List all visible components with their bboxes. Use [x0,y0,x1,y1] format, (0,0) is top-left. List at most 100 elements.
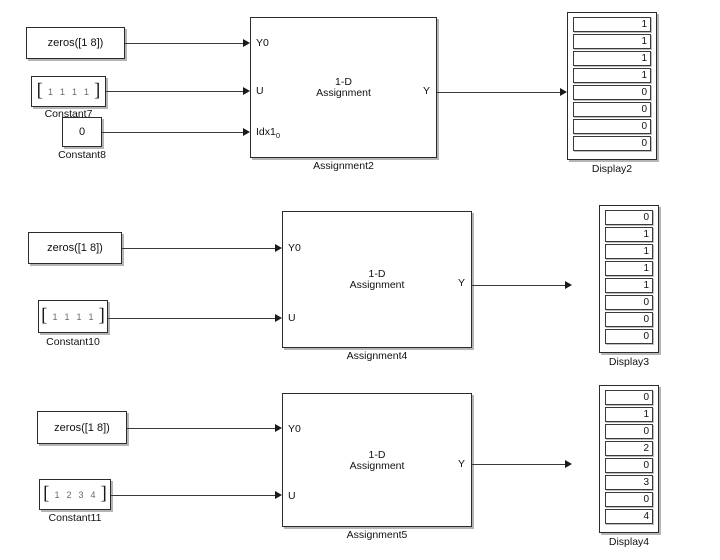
bracket-close-icon: ] [98,305,105,326]
assignment2-port-idx1: Idx10 [256,126,281,141]
display3-cell-1: 1 [605,227,653,242]
zeros-source-2-block[interactable]: zeros([1 8]) [28,232,122,264]
constant11-block[interactable]: [ 1 2 3 4 ] [39,479,111,510]
constant10-value-0: 1 [52,311,58,322]
assignment4-title-line1: 1-D [368,268,386,280]
display4-cell-6: 0 [605,492,653,507]
bracket-close-icon: ] [94,80,101,101]
constant7-block[interactable]: [ 1 1 1 1 ] [31,76,106,107]
display2-caption: Display2 [591,163,633,175]
bracket-open-icon: [ [36,80,43,101]
display4-cell-1: 1 [605,407,653,422]
assignment2-port-u: U [256,85,264,97]
zeros-source-2-text: zeros([1 8]) [47,242,103,254]
constant11-vector: [ 1 2 3 4 ] [40,480,110,509]
display3-caption: Display3 [608,356,650,368]
assignment5-port-u: U [288,490,296,502]
assignment4-port-y0: Y0 [288,242,301,254]
assignment5-title-line1: 1-D [368,449,386,461]
display3-block[interactable]: 0 1 1 1 1 0 0 0 [599,205,659,353]
display2-cell-0: 1 [573,17,651,32]
constant7-value-0: 1 [47,86,53,97]
constant11-caption: Constant11 [48,512,102,524]
wire-constant7-to-assignment2 [106,91,244,92]
display2-cell-4: 0 [573,85,651,100]
assignment4-caption: Assignment4 [346,350,408,362]
arrow-zeros2-to-assignment4 [275,244,282,252]
display4-cell-7: 4 [605,509,653,524]
constant10-value-1: 1 [64,311,70,322]
assignment5-title-line2: Assignment [349,460,405,472]
display4-cell-3: 2 [605,441,653,456]
constant8-block[interactable]: 0 [62,117,102,147]
assignment2-port-y0: Y0 [256,37,269,49]
constant7-value-2: 1 [71,86,77,97]
assignment2-caption: Assignment2 [313,160,374,172]
wire-assignment4-to-display3 [472,285,567,286]
assignment2-title-line2: Assignment [316,87,371,99]
constant11-value-3: 4 [90,489,96,500]
wire-assignment2-to-display2 [437,92,562,93]
assignment5-block[interactable]: 1-D Assignment Y0 U Y [282,393,472,527]
assignment5-port-y-out: Y [457,458,465,470]
constant11-value-1: 2 [66,489,72,500]
arrow-constant8-to-assignment2 [243,128,250,136]
assignment4-port-u: U [288,312,296,324]
arrow-zeros1-to-assignment2 [243,39,250,47]
assignment2-port-idx1-sub: 0 [275,131,281,140]
display2-cell-5: 0 [573,102,651,117]
zeros-source-3-text: zeros([1 8]) [54,421,110,434]
zeros-source-1-text: zeros([1 8]) [47,37,104,49]
constant10-caption: Constant10 [46,336,100,348]
zeros-source-1-block[interactable]: zeros([1 8]) [26,27,125,59]
assignment2-title-line1: 1-D [335,76,352,88]
assignment2-port-idx1-label: Idx1 [256,126,276,138]
wire-constant8-to-assignment2 [102,132,244,133]
display4-cell-0: 0 [605,390,653,405]
display4-caption: Display4 [608,536,650,548]
constant11-value-2: 3 [78,489,84,500]
display2-cell-1: 1 [573,34,651,49]
display4-cell-2: 0 [605,424,653,439]
arrow-constant10-to-assignment4 [275,314,282,322]
constant8-text: 0 [78,126,86,138]
display4-cell-5: 3 [605,475,653,490]
constant10-value-3: 1 [88,311,94,322]
arrow-zeros3-to-assignment5 [275,424,282,432]
assignment4-block[interactable]: 1-D Assignment Y0 U Y [282,211,472,348]
display3-cell-5: 0 [605,295,653,310]
arrow-assignment5-to-display4 [565,460,572,468]
bracket-open-icon: [ [43,483,50,504]
display4-block[interactable]: 0 1 0 2 0 3 0 4 [599,385,659,533]
constant8-caption: Constant8 [58,149,106,161]
arrow-assignment4-to-display3 [565,281,572,289]
assignment2-block[interactable]: 1-D Assignment Y0 U Idx10 Y [250,17,437,158]
constant11-value-0: 1 [54,489,60,500]
display2-block[interactable]: 1 1 1 1 0 0 0 0 [567,12,657,160]
display3-cell-2: 1 [605,244,653,259]
display4-cell-4: 0 [605,458,653,473]
arrow-constant7-to-assignment2 [243,87,250,95]
bracket-open-icon: [ [41,305,48,326]
constant10-block[interactable]: [ 1 1 1 1 ] [38,300,108,333]
arrow-assignment2-to-display2 [560,88,567,96]
constant7-value-1: 1 [59,86,65,97]
bracket-close-icon: ] [100,483,107,504]
display3-cell-4: 1 [605,278,653,293]
assignment2-port-y-out: Y [422,85,430,97]
display2-cell-7: 0 [573,136,651,151]
display3-cell-6: 0 [605,312,653,327]
zeros-source-3-block[interactable]: zeros([1 8]) [37,411,127,444]
constant10-value-2: 1 [76,311,82,322]
constant10-vector: [ 1 1 1 1 ] [39,301,107,332]
constant7-value-3: 1 [83,86,89,97]
wire-zeros1-to-assignment2 [125,43,244,44]
wire-constant10-to-assignment4 [108,318,276,319]
assignment5-port-y0: Y0 [288,423,301,435]
assignment5-caption: Assignment5 [346,529,408,541]
wire-zeros3-to-assignment5 [127,428,276,429]
assignment4-title-line2: Assignment [349,279,405,291]
display3-cell-7: 0 [605,329,653,344]
display3-cell-3: 1 [605,261,653,276]
